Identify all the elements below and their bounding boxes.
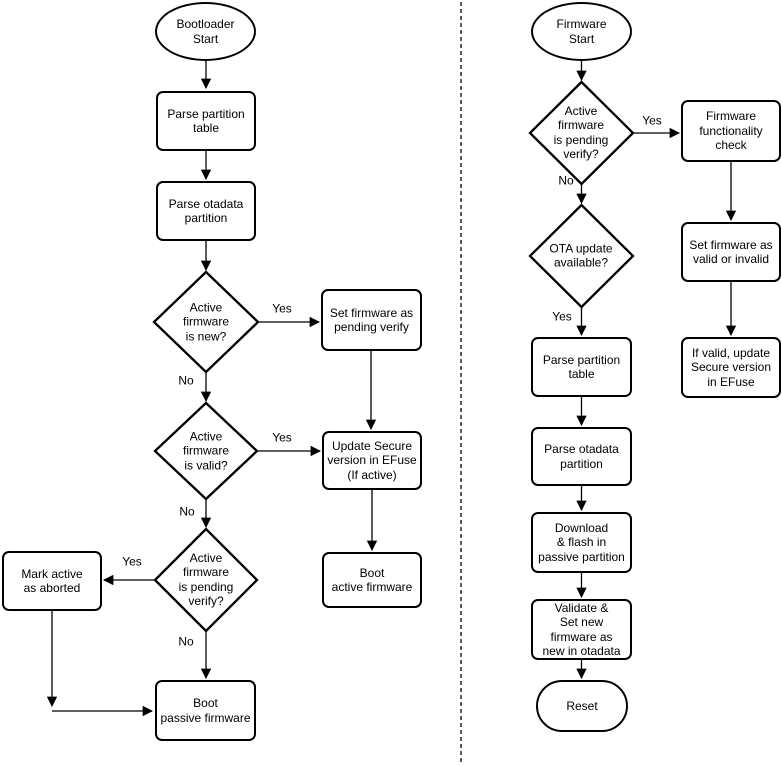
label-active-firmware-is-pending-verify: Active firmware is pending verify? [178,551,234,609]
node-firmware-functionality-check: Firmware functionality check [681,100,781,162]
node-update-secure-version: Update Secure version in EFuse (If activ… [322,431,422,490]
label-ota-update-available: OTA update available? [549,241,613,270]
edge-label-fw-pending-no: No [558,173,574,188]
node-set-firmware-pending-verify: Set firmware as pending verify [321,289,422,351]
node-download-flash-passive: Download & flash in passive partition [531,512,632,573]
label-fw-active-firmware-is-pending-verify: Active firmware is pending verify? [553,104,609,162]
node-if-valid-update-secure: If valid, update Secure version in EFuse [681,337,781,398]
node-fw-parse-otadata-partition: Parse otadata partition [531,427,632,486]
node-mark-active-as-aborted: Mark active as aborted [2,551,102,611]
node-bootloader-start: Bootloader Start [155,2,256,61]
node-firmware-start: Firmware Start [531,2,632,61]
edge-label-fw-pending-yes: Yes [642,113,662,128]
edge-label-is-new-yes: Yes [272,301,292,316]
edge-label-is-valid-no: No [179,504,195,519]
node-reset: Reset [536,680,628,732]
node-fw-parse-partition-table: Parse partition table [531,337,632,397]
node-validate-set-new-firmware: Validate & Set new firmware as new in ot… [531,599,632,660]
edge-label-ota-yes: Yes [552,309,572,324]
node-boot-active-firmware: Boot active firmware [322,552,422,608]
node-boot-passive-firmware: Boot passive firmware [155,680,256,741]
edge-label-is-new-no: No [178,373,194,388]
node-parse-otadata-partition: Parse otadata partition [156,181,256,241]
node-set-firmware-valid-or-invalid: Set firmware as valid or invalid [681,222,781,282]
edge-label-is-pending-no: No [178,634,194,649]
edge-label-is-valid-yes: Yes [272,430,292,445]
label-active-firmware-is-valid: Active firmware is valid? [182,429,229,473]
label-active-firmware-is-new: Active firmware is new? [182,300,229,344]
node-parse-partition-table: Parse partition table [156,91,256,151]
edge-label-is-pending-yes: Yes [122,554,142,569]
